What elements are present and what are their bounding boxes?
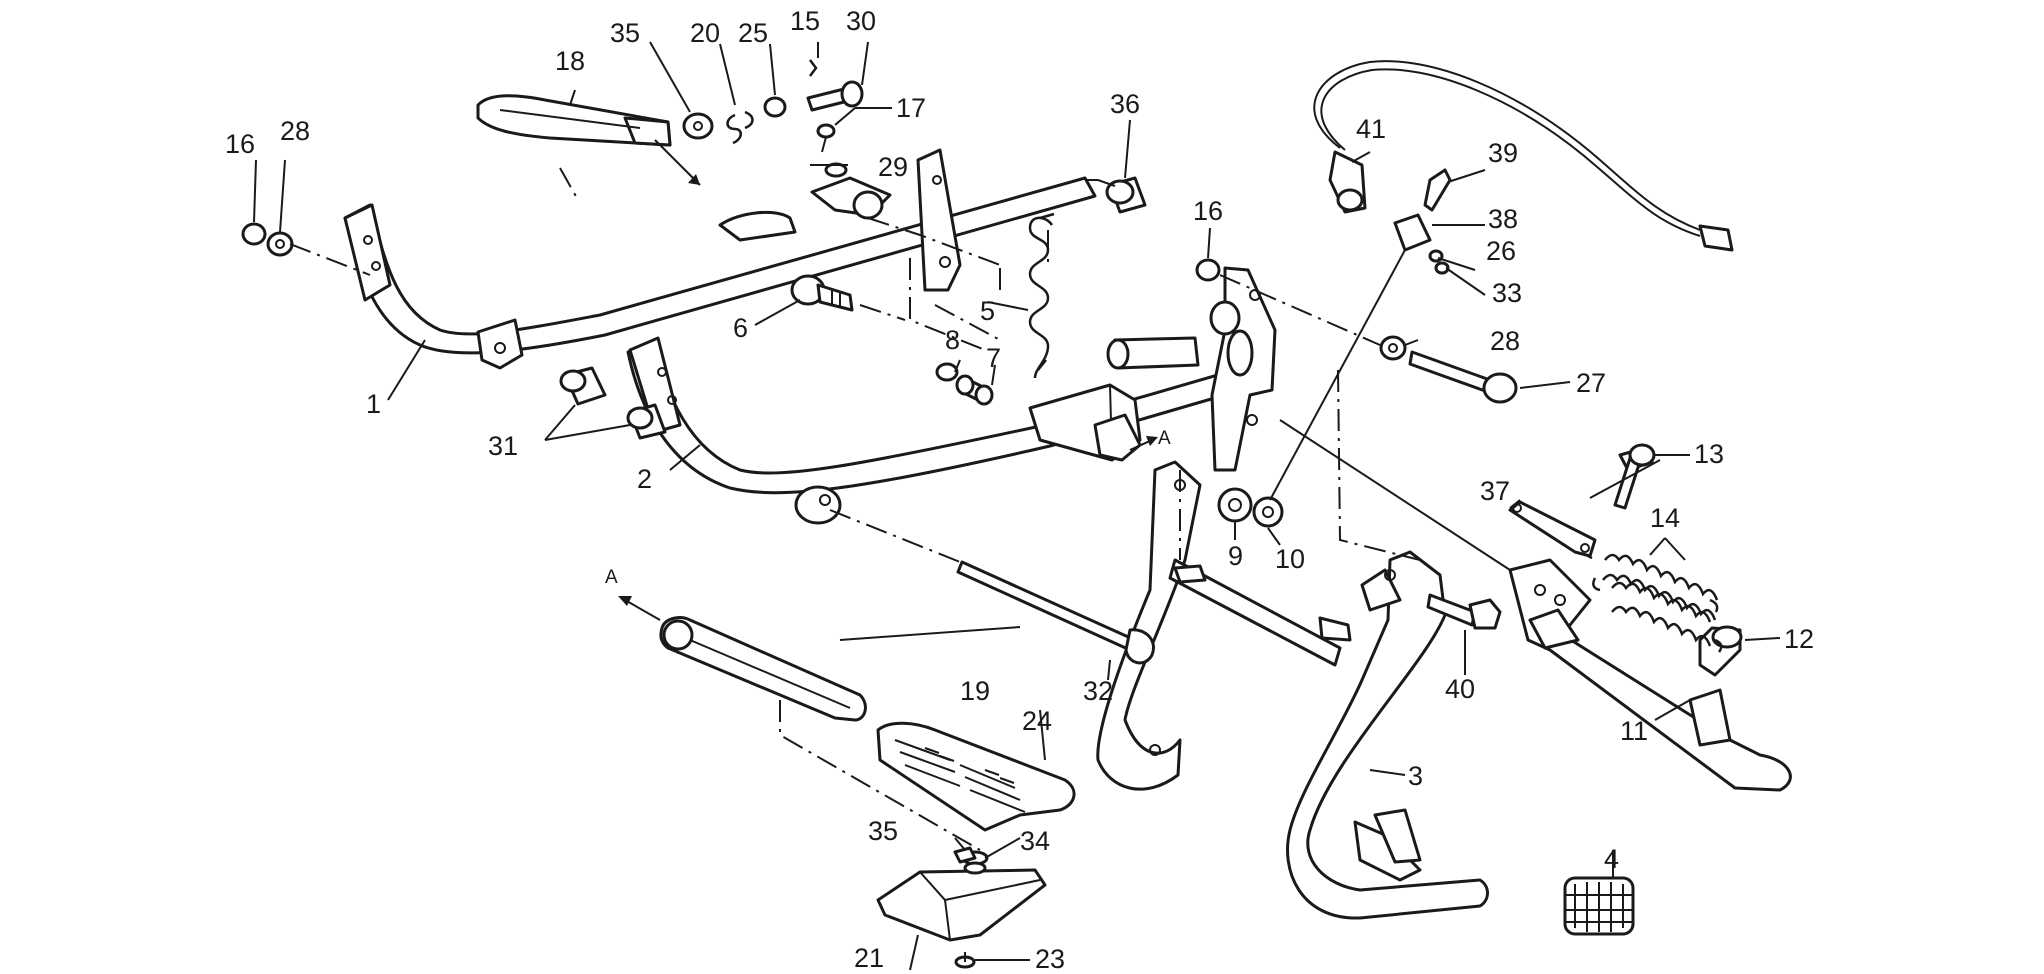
part-5-spring xyxy=(1028,212,1055,379)
callout-39: 39 xyxy=(1488,138,1518,168)
callout-23: 23 xyxy=(1035,944,1065,974)
parts-16-28-washers-left xyxy=(241,222,294,257)
callout-9: 9 xyxy=(1228,541,1243,571)
reference-a-top: A xyxy=(1158,428,1171,449)
callout-18: 18 xyxy=(555,46,585,76)
leader-lines xyxy=(253,41,1781,971)
callout-4: 4 xyxy=(1604,844,1619,874)
callout-15: 15 xyxy=(790,6,820,36)
callout-33: 33 xyxy=(1492,278,1522,308)
callout-13: 13 xyxy=(1694,439,1724,469)
part-3-center-stand xyxy=(1286,550,1489,920)
callout-14: 14 xyxy=(1650,503,1680,533)
part-32-rod xyxy=(956,560,1155,665)
callout-40: 40 xyxy=(1445,674,1475,704)
callout-10: 10 xyxy=(1275,544,1305,574)
assembly-lines xyxy=(289,167,1661,851)
part-1-upper-frame-tube xyxy=(343,176,1097,370)
part-13-bolt xyxy=(1613,443,1656,510)
callout-19: 19 xyxy=(960,676,990,706)
callout-28-left: 28 xyxy=(280,116,310,146)
callout-28-right: 28 xyxy=(1490,326,1520,356)
parts-9-10-pivot xyxy=(1217,487,1284,528)
callout-31: 31 xyxy=(488,431,518,461)
callout-35-top: 35 xyxy=(610,18,640,48)
callout-41: 41 xyxy=(1356,114,1386,144)
callout-21: 21 xyxy=(854,943,884,973)
parts-7-8-bushes xyxy=(935,362,994,406)
part-24-footrest-rubber xyxy=(876,721,1076,832)
callout-7: 7 xyxy=(986,343,1001,373)
part-40-bolt xyxy=(1426,593,1502,630)
part-21-footrest-base xyxy=(876,868,1047,942)
callout-26: 26 xyxy=(1486,236,1516,266)
part-27-bolt xyxy=(1408,350,1518,404)
callout-38: 38 xyxy=(1488,204,1518,234)
callout-24: 24 xyxy=(1022,706,1052,736)
callout-34: 34 xyxy=(1020,826,1050,856)
frame-mount-plate xyxy=(1106,266,1277,472)
upper-mount-plate xyxy=(916,148,962,292)
reference-a-bottom: A xyxy=(605,567,618,588)
sensor-cable xyxy=(1269,60,1734,501)
center-bracket xyxy=(1028,383,1142,462)
part-19-footpeg-arm xyxy=(659,616,867,722)
callout-5: 5 xyxy=(980,296,995,326)
callout-20: 20 xyxy=(690,18,720,48)
callout-8: 8 xyxy=(945,325,960,355)
callout-29: 29 xyxy=(878,152,908,182)
callout-2: 2 xyxy=(637,464,652,494)
top-fasteners xyxy=(682,59,892,220)
callout-16-right: 16 xyxy=(1193,196,1223,226)
part-11-side-stand xyxy=(1508,558,1792,792)
callout-labels: 1 2 3 4 5 6 7 8 9 10 11 12 13 14 15 16 1… xyxy=(225,6,1814,974)
callout-27: 27 xyxy=(1576,368,1606,398)
part-36-bush xyxy=(1105,176,1147,214)
callout-11: 11 xyxy=(1620,716,1648,746)
callout-16-left: 16 xyxy=(225,129,255,159)
callout-30: 30 xyxy=(846,6,876,36)
part-14-springs xyxy=(1584,543,1723,653)
callout-1: 1 xyxy=(366,389,381,419)
part-31-bushes xyxy=(559,366,667,440)
part-4-rubber-foot xyxy=(1563,876,1635,936)
callout-12: 12 xyxy=(1784,624,1814,654)
callout-32: 32 xyxy=(1083,676,1113,706)
parts-16-28-washers-right xyxy=(1195,258,1407,361)
footrest-fasteners xyxy=(953,846,989,969)
part-6-bolt xyxy=(790,274,854,312)
arrow-markers xyxy=(618,139,1158,621)
callout-36: 36 xyxy=(1110,89,1140,119)
callout-37: 37 xyxy=(1480,476,1510,506)
callout-17: 17 xyxy=(896,93,926,123)
callout-35-bottom: 35 xyxy=(868,816,898,846)
part-37-plate xyxy=(1508,500,1597,558)
part-18-footpeg xyxy=(476,94,672,147)
callout-6: 6 xyxy=(733,313,748,343)
callout-3: 3 xyxy=(1408,761,1423,791)
callout-25: 25 xyxy=(738,18,768,48)
